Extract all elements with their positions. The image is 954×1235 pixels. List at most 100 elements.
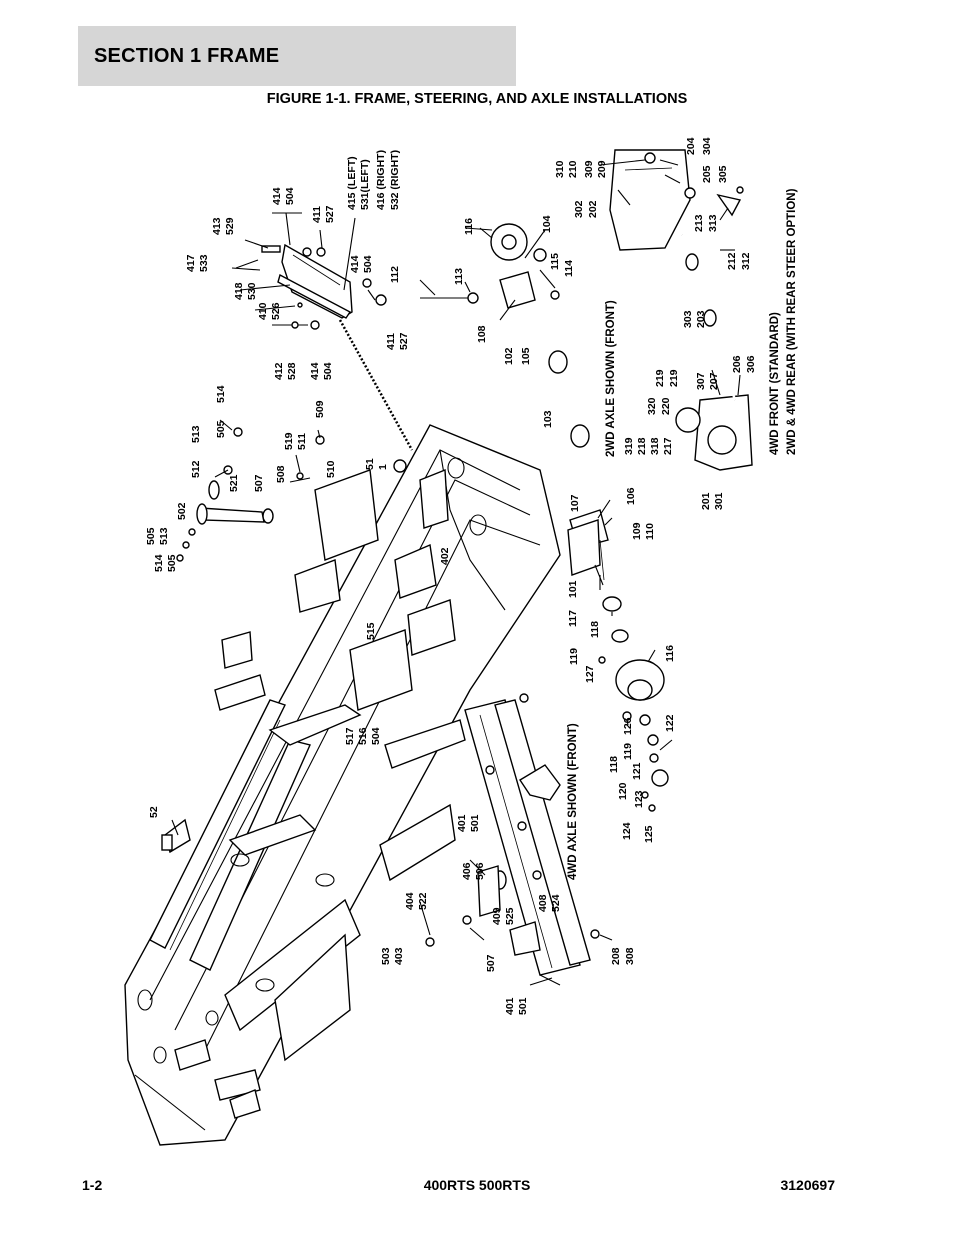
footer-doc-number: 3120697 — [780, 1177, 835, 1193]
callout: 504 — [362, 255, 374, 273]
callout: 513 — [190, 425, 202, 443]
callout: 504 — [284, 187, 296, 205]
callout: 303 — [682, 310, 694, 328]
callout: 127 — [584, 665, 596, 683]
callout: 522 — [417, 892, 429, 910]
callout: 411 — [311, 206, 323, 223]
callout: 218 — [636, 437, 648, 455]
callout: 124 — [621, 822, 633, 840]
callout: 413 — [211, 217, 223, 235]
callout: 220 — [660, 397, 672, 415]
callout: 409 — [491, 907, 503, 925]
callout: 414 — [309, 362, 321, 380]
steering-bracket-assembly — [231, 243, 387, 330]
callout: 318 — [649, 437, 661, 455]
callout: 527 — [398, 332, 410, 350]
callout: 503 — [380, 947, 392, 965]
callout: 509 — [314, 400, 326, 418]
figure-title: FIGURE 1-1. FRAME, STEERING, AND AXLE IN… — [266, 91, 688, 107]
callout: 121 — [631, 762, 643, 780]
callout: 412 — [273, 362, 285, 380]
callout: 219 — [668, 369, 680, 387]
callout: 107 — [569, 494, 581, 512]
callout: 319 — [623, 437, 635, 455]
callout: 116 — [463, 218, 475, 235]
section-header: SECTION 1 FRAME — [78, 26, 516, 86]
callout: 119 — [568, 648, 580, 665]
callout: 530 — [246, 282, 258, 300]
callout: 511 — [296, 433, 308, 450]
callout: 414 — [271, 187, 283, 205]
callout: 117 — [567, 610, 579, 627]
callout: 51 — [364, 458, 376, 470]
callout: 507 — [253, 474, 265, 492]
footer-models: 400RTS 500RTS — [423, 1177, 531, 1193]
callout: 406 — [461, 862, 473, 880]
callout: 414 — [349, 255, 361, 273]
callout: 203 — [695, 310, 707, 328]
callout: 403 — [393, 947, 405, 965]
callout: 306 — [745, 355, 757, 373]
callout: 126 — [622, 717, 634, 735]
callout: 308 — [624, 947, 636, 965]
callout: 415 (LEFT) — [346, 156, 358, 210]
callout: 531(LEFT) — [359, 159, 371, 210]
caption-4wd-axle: 4WD AXLE SHOWN (FRONT) — [567, 723, 579, 880]
callout: 120 — [617, 782, 629, 800]
lower-hub-assembly — [567, 519, 669, 812]
callout: 516 — [357, 727, 369, 745]
callout: 118 — [589, 621, 601, 638]
callout: 204 — [685, 137, 697, 155]
callout: 505 — [166, 554, 178, 572]
callout: 101 — [567, 580, 579, 598]
callout: 514 — [153, 554, 165, 572]
callout: 118 — [608, 756, 620, 773]
callout: 528 — [286, 362, 298, 380]
callout-numbers: 417 533 413 529 414 504 411 527 415 (LEF… — [145, 137, 757, 1015]
callout: 219 — [654, 369, 666, 387]
callout: 304 — [701, 137, 713, 155]
callout: 521 — [228, 474, 240, 492]
callout: 514 — [215, 385, 227, 403]
callout: 205 — [701, 165, 713, 183]
callout: 408 — [537, 894, 549, 912]
callout: 313 — [707, 214, 719, 232]
callout: 309 — [583, 160, 595, 178]
caption-rear-steer: 2WD & 4WD REAR (WITH REAR STEER OPTION) — [786, 188, 798, 455]
callout: 202 — [587, 200, 599, 218]
callout: 52 — [148, 806, 160, 818]
callout: 103 — [542, 410, 554, 428]
callout: 125 — [643, 825, 655, 843]
callout: 532 (RIGHT) — [389, 150, 401, 210]
callout: 115 — [549, 253, 561, 270]
callout: 533 — [198, 254, 210, 272]
callout: 114 — [563, 260, 575, 277]
callout: 506 — [474, 862, 486, 880]
callout: 411 — [385, 333, 397, 350]
callout: 410 — [257, 302, 269, 320]
callout: 206 — [731, 355, 743, 373]
callout: 312 — [740, 252, 752, 270]
callout: 525 — [504, 907, 516, 925]
callout: 320 — [646, 397, 658, 415]
callout: 510 — [325, 460, 337, 478]
callout: 110 — [644, 523, 656, 540]
main-frame — [124, 424, 561, 1146]
callout: 505 — [215, 420, 227, 438]
steering-cylinder — [176, 427, 407, 562]
callout: 105 — [520, 347, 532, 365]
callout: 418 — [233, 282, 245, 300]
axle-4wd-beam — [425, 693, 600, 986]
footer-page-number: 1-2 — [82, 1177, 103, 1193]
callout: 519 — [283, 432, 295, 450]
callout: 208 — [610, 947, 622, 965]
callout: 119 — [622, 743, 634, 760]
callout: 310 — [554, 160, 566, 178]
callout: 401 — [456, 814, 468, 832]
callout: 507 — [485, 954, 497, 972]
callout: 212 — [726, 252, 738, 270]
callout: 527 — [324, 205, 336, 223]
callout: 109 — [631, 522, 643, 540]
callout: 207 — [708, 372, 720, 390]
